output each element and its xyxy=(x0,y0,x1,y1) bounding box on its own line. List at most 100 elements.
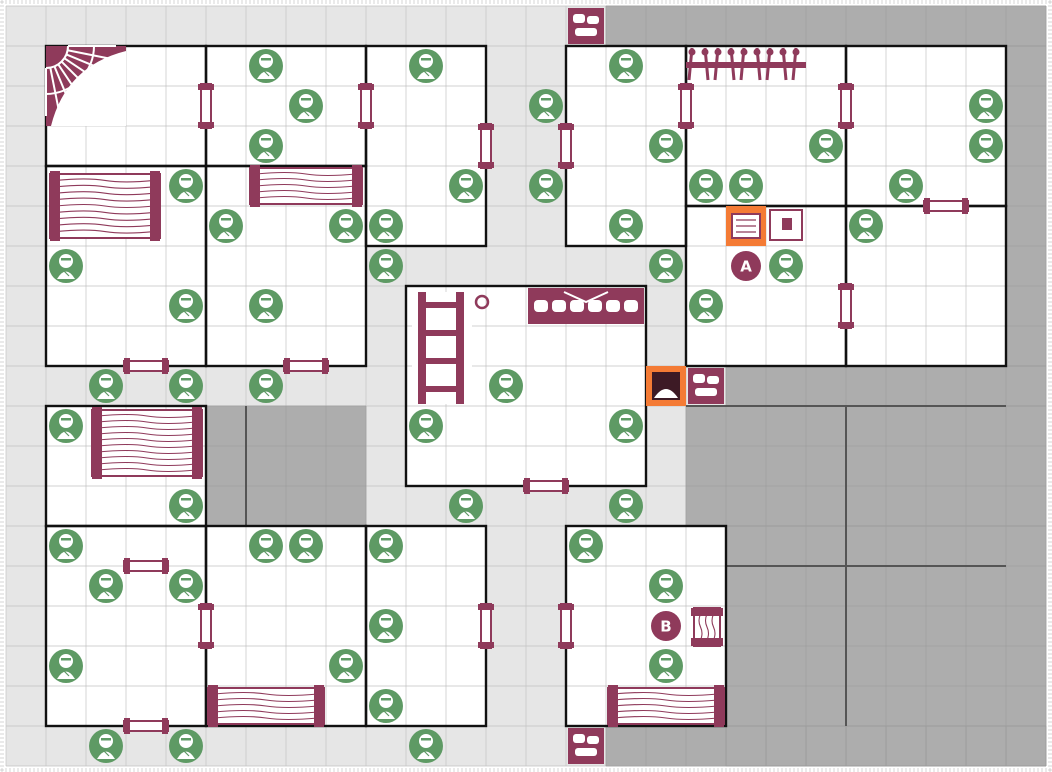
marker-a[interactable]: A xyxy=(731,251,761,281)
zombie-token-icon[interactable] xyxy=(169,369,203,403)
zombie-token-icon[interactable] xyxy=(209,209,243,243)
zombie-token-icon[interactable] xyxy=(169,169,203,203)
door-icon[interactable] xyxy=(358,83,374,129)
door-hinge xyxy=(924,198,930,214)
zombie-token-icon[interactable] xyxy=(329,649,363,683)
table-leg xyxy=(352,165,362,207)
zombie-token-icon[interactable] xyxy=(849,209,883,243)
door-icon[interactable] xyxy=(523,478,569,494)
token-detail xyxy=(422,749,430,757)
zombie-token-icon[interactable] xyxy=(529,169,563,203)
zombie-token-icon[interactable] xyxy=(489,369,523,403)
chest-icon xyxy=(691,607,723,647)
rack-bar xyxy=(686,62,806,68)
zombie-token-icon[interactable] xyxy=(49,249,83,283)
zombie-token-icon[interactable] xyxy=(89,569,123,603)
zombie-token-icon[interactable] xyxy=(369,609,403,643)
door-icon[interactable] xyxy=(558,603,574,649)
zombie-token-icon[interactable] xyxy=(609,49,643,83)
door-hinge xyxy=(162,358,168,374)
token-head xyxy=(819,134,833,148)
door-icon[interactable] xyxy=(123,558,169,574)
zombie-token-icon[interactable] xyxy=(409,409,443,443)
zombie-token-icon[interactable] xyxy=(249,129,283,163)
zombie-token-icon[interactable] xyxy=(809,129,843,163)
door-icon[interactable] xyxy=(678,83,694,129)
token-body xyxy=(417,751,435,759)
token-body xyxy=(97,751,115,759)
zombie-token-icon[interactable] xyxy=(569,529,603,563)
zombie-token-icon[interactable] xyxy=(169,489,203,523)
zombie-token-icon[interactable] xyxy=(689,169,723,203)
rack-post xyxy=(418,292,426,404)
zombie-token-icon[interactable] xyxy=(609,409,643,443)
zombie-token-icon[interactable] xyxy=(689,289,723,323)
zombie-token-icon[interactable] xyxy=(529,89,563,123)
door-leaf xyxy=(523,480,569,492)
zombie-token-icon[interactable] xyxy=(969,129,1003,163)
zombie-token-icon[interactable] xyxy=(729,169,763,203)
zombie-token-icon[interactable] xyxy=(169,729,203,763)
zombie-token-icon[interactable] xyxy=(289,529,323,563)
wood-grain xyxy=(55,178,155,183)
zombie-token-icon[interactable] xyxy=(49,529,83,563)
zombie-token-icon[interactable] xyxy=(249,49,283,83)
zombie-token-icon[interactable] xyxy=(649,249,683,283)
door-leaf xyxy=(200,83,212,129)
zombie-token-icon[interactable] xyxy=(449,169,483,203)
zombie-token-icon[interactable] xyxy=(89,369,123,403)
zombie-token-icon[interactable] xyxy=(409,729,443,763)
door-icon[interactable] xyxy=(558,123,574,169)
door-hinge xyxy=(678,122,694,128)
door-hinge xyxy=(478,604,494,610)
rack-weapon-head xyxy=(688,48,696,56)
token-detail xyxy=(502,389,510,397)
zombie-token-icon[interactable] xyxy=(409,49,443,83)
token-eyes xyxy=(741,178,751,181)
zombie-token-icon[interactable] xyxy=(609,209,643,243)
door-icon[interactable] xyxy=(478,123,494,169)
door-icon[interactable] xyxy=(923,198,969,214)
zombie-token-icon[interactable] xyxy=(769,249,803,283)
zombie-token-icon[interactable] xyxy=(369,529,403,563)
zombie-token-icon[interactable] xyxy=(369,209,403,243)
zombie-token-icon[interactable] xyxy=(329,209,363,243)
token-head xyxy=(619,54,633,68)
wood-grain xyxy=(255,183,357,189)
zombie-token-icon[interactable] xyxy=(649,129,683,163)
door-icon[interactable] xyxy=(123,718,169,734)
door-icon[interactable] xyxy=(198,603,214,649)
zombie-token-icon[interactable] xyxy=(169,289,203,323)
token-body xyxy=(657,671,675,679)
marker-b[interactable]: B xyxy=(651,611,681,641)
zombie-token-icon[interactable] xyxy=(609,489,643,523)
zombie-token-icon[interactable] xyxy=(249,369,283,403)
rack-weapon-head xyxy=(714,48,722,56)
zombie-token-icon[interactable] xyxy=(449,489,483,523)
blocked-area xyxy=(606,6,1046,46)
door-leaf xyxy=(283,360,329,372)
zombie-token-icon[interactable] xyxy=(969,89,1003,123)
zombie-token-icon[interactable] xyxy=(289,89,323,123)
zombie-token-icon[interactable] xyxy=(369,689,403,723)
door-icon[interactable] xyxy=(838,83,854,129)
door-hinge xyxy=(198,84,214,90)
zombie-token-icon[interactable] xyxy=(169,569,203,603)
door-icon[interactable] xyxy=(283,358,329,374)
token-eyes xyxy=(621,58,631,61)
zombie-token-icon[interactable] xyxy=(249,529,283,563)
door-icon[interactable] xyxy=(838,283,854,329)
door-hinge xyxy=(124,558,130,574)
zombie-token-icon[interactable] xyxy=(249,289,283,323)
zombie-token-icon[interactable] xyxy=(649,569,683,603)
zombie-token-icon[interactable] xyxy=(889,169,923,203)
zombie-token-icon[interactable] xyxy=(369,249,403,283)
zombie-token-icon[interactable] xyxy=(89,729,123,763)
door-icon[interactable] xyxy=(123,358,169,374)
door-icon[interactable] xyxy=(198,83,214,129)
zombie-token-icon[interactable] xyxy=(49,409,83,443)
zombie-token-icon[interactable] xyxy=(649,649,683,683)
door-icon[interactable] xyxy=(478,603,494,649)
zombie-token-icon[interactable] xyxy=(49,649,83,683)
